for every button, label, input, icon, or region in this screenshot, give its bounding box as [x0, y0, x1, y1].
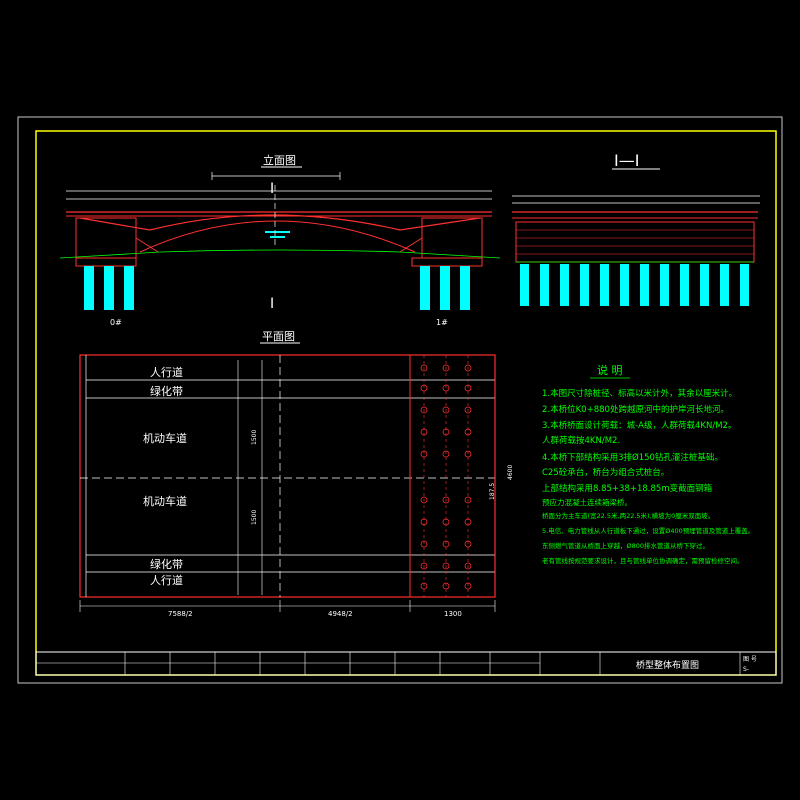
note-line-1: 1.本图尺寸除桩径、标高以米计外，其余以厘米计。	[542, 388, 737, 399]
note-line-3: 3.本桥桥面设计荷载：城-A级，人群荷载4KN/M2。	[542, 420, 736, 431]
notes-title: 说 明	[597, 363, 623, 377]
lane-label-green-top: 绿化带	[150, 384, 183, 398]
plan-pile-columns	[423, 355, 469, 597]
note-line-6: C25砼承台，桥台为组合式桩台。	[542, 467, 669, 478]
plan-dim-h1: 7588/2	[168, 610, 193, 618]
plan-dim-v4: 187.5	[489, 483, 496, 500]
section-view: I—I	[512, 151, 760, 306]
lane-label-road-bottom: 机动车道	[143, 494, 187, 508]
lane-label-green-bottom: 绿化带	[150, 557, 183, 571]
plan-dim-h3: 1300	[444, 610, 462, 618]
title-block: 桥型整体布置图 图 号 S-	[35, 651, 777, 676]
plan-title: 平面图	[262, 330, 295, 343]
elevation-view: 立面图 I I 0#	[59, 153, 501, 327]
section-title: I—I	[614, 151, 639, 170]
lane-label-road-top: 机动车道	[143, 431, 187, 445]
abutment-right-label: 1#	[436, 318, 448, 327]
inner-frame	[35, 130, 777, 676]
lane-label-sidewalk-top: 人行道	[150, 365, 183, 379]
note-line-8: 预应力混凝土连续箱梁桥。	[542, 497, 632, 507]
plan-dim-h2: 4948/2	[328, 610, 353, 618]
drawing-title: 桥型整体布置图	[636, 659, 699, 671]
note-line-7: 上部结构采用8.85+38+18.85m变截面钢箱	[542, 483, 713, 494]
plan-dim-v2: 1500	[251, 510, 258, 525]
elevation-title: 立面图	[263, 153, 296, 167]
section-mark-bottom: I	[270, 296, 274, 312]
drawing-number: S-	[743, 666, 749, 673]
plan-dim-v1: 1500	[251, 430, 258, 445]
outer-frame	[17, 116, 783, 684]
abutment-left-label: 0#	[110, 318, 122, 327]
plan-view: 平面图 人行道 绿化带 机动车道 机动车道 绿化带 人行道 1500 1500 …	[79, 330, 514, 618]
note-line-2: 2.本桥位K0+880处跨越原河中的护岸河长地河。	[542, 404, 729, 415]
note-line-9: 桥面分为主车道(宽22.5米,两22.5米),横坡为0厘米双面坡。	[542, 511, 714, 520]
note-line-11: 东侧燃气管道从桥面上穿越，Ø800排水管道从桥下穿过。	[542, 541, 709, 550]
section-piles	[520, 264, 749, 306]
note-line-12: 老有管线按规范要求设计，且与管线单位协调确定，需预留检修空间。	[542, 556, 744, 565]
note-line-10: 5.电信、电力管线从人行道板下通过，设置Ø400预埋管道及管道上覆盖。	[542, 526, 754, 535]
plan-piles	[420, 364, 472, 590]
notes-block: 说 明 1.本图尺寸除桩径、标高以米计外，其余以厘米计。 2.本桥位K0+880…	[542, 363, 754, 565]
lane-label-sidewalk-bottom: 人行道	[150, 573, 183, 587]
sheet-label: 图 号	[743, 656, 757, 663]
plan-dim-v3: 4600	[507, 465, 514, 480]
note-line-4: 人群荷载按4KN/M2.	[542, 435, 620, 446]
section-mark-top: I	[270, 181, 274, 197]
note-line-5: 4.本桥下部结构采用3排Ø150钻孔灌注桩基础。	[542, 452, 723, 463]
